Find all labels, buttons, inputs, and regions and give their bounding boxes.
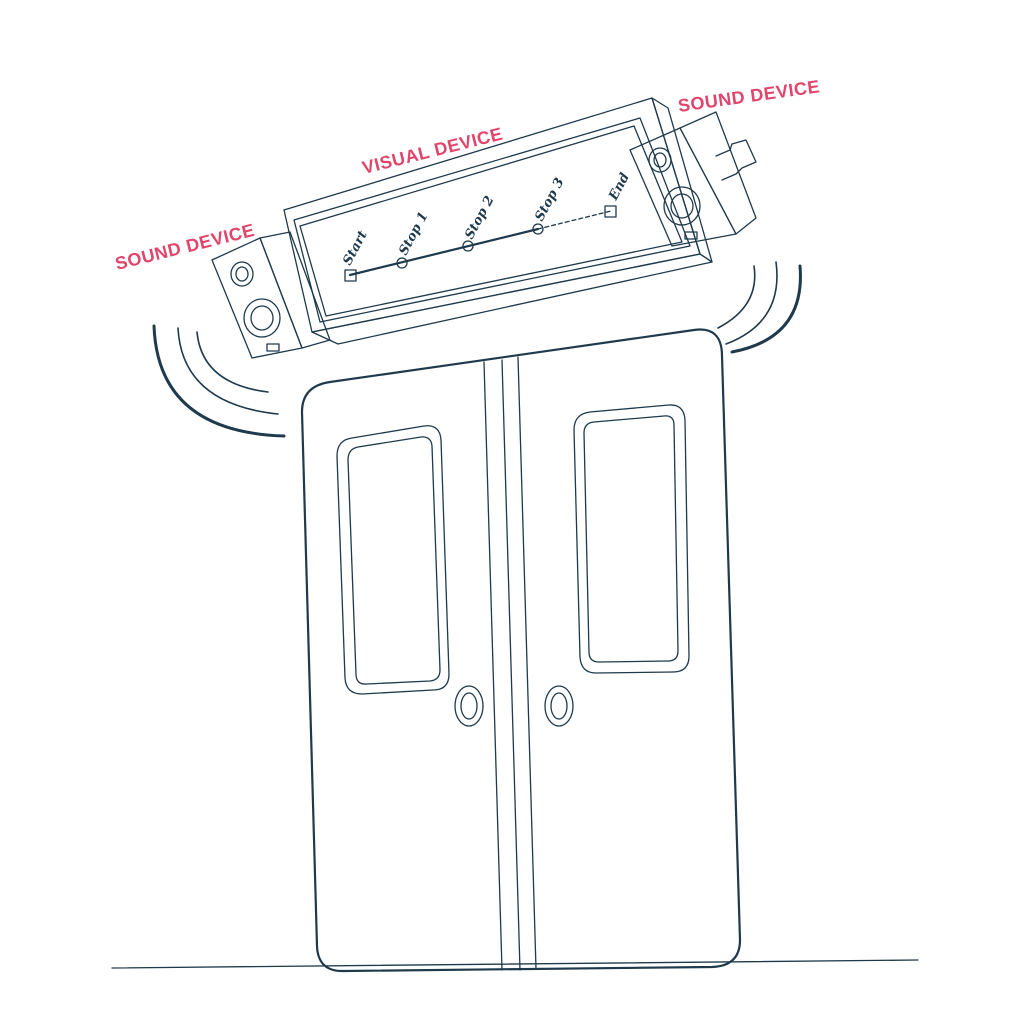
right-speaker-woofer-icon [663, 186, 701, 226]
right-speaker-tweeter-icon [648, 147, 672, 173]
route-end-marker [604, 205, 617, 218]
left-wave-3 [152, 324, 286, 438]
visual-device-label: VISUAL DEVICE [360, 124, 505, 178]
left-speaker-led [266, 343, 280, 352]
train-door [300, 328, 742, 973]
left-speaker [211, 231, 331, 359]
left-wave-1 [196, 331, 269, 393]
route-stop3-marker [532, 223, 544, 235]
right-speaker-woofer-core [670, 193, 694, 219]
right-sound-waves [717, 261, 802, 354]
route-stop2-marker [462, 240, 474, 252]
right-wave-3 [730, 264, 802, 354]
route-end-label: End [606, 171, 633, 204]
right-wave-2 [725, 261, 778, 345]
door-seam-mid [501, 359, 521, 971]
left-wave-2 [177, 327, 279, 415]
left-door-window [336, 425, 450, 695]
right-speaker-led [684, 231, 698, 240]
right-door-handle [544, 685, 574, 727]
right-door-window [573, 404, 690, 674]
left-door-window-inner [347, 436, 441, 685]
route-segment-dashed [537, 210, 612, 230]
display-bottom-face [311, 253, 713, 345]
ground-line [111, 959, 919, 969]
route-segment-solid [348, 227, 540, 277]
route-stop2-label: Stop 2 [462, 194, 497, 242]
left-speaker-tweeter-core [235, 266, 249, 282]
door-frame [300, 328, 742, 973]
right-door-handle-inner [550, 692, 568, 720]
route-start-marker [344, 269, 357, 282]
left-door-handle [454, 685, 484, 727]
right-speaker-tweeter-core [653, 152, 667, 168]
door-seam-right [517, 356, 537, 970]
display-side-face [651, 97, 713, 263]
left-speaker-woofer-icon [243, 298, 281, 338]
route-stop1-label: Stop 1 [396, 210, 431, 258]
sound-device-right-label: SOUND DEVICE [677, 76, 821, 116]
display-screen-inner [299, 125, 683, 317]
route-stop3-label: Stop 3 [532, 176, 567, 224]
sound-device-left-label: SOUND DEVICE [113, 220, 257, 274]
left-speaker-woofer-core [250, 305, 274, 331]
right-speaker [629, 111, 757, 247]
right-speaker-body [629, 127, 737, 247]
left-speaker-tweeter-icon [230, 261, 254, 287]
left-sound-waves [152, 324, 286, 438]
door-seam-left [483, 361, 503, 971]
left-door-handle-inner [460, 692, 478, 720]
route-stop1-marker [396, 257, 408, 269]
right-speaker-bracket [715, 139, 757, 181]
route-map: Start Stop 1 Stop 2 Stop 3 End [340, 171, 633, 282]
left-speaker-body [211, 237, 303, 359]
right-wave-1 [717, 265, 756, 329]
display-screen [293, 117, 691, 323]
route-start-label: Start [340, 228, 370, 267]
right-speaker-side [679, 111, 757, 235]
right-door-window-inner [583, 415, 679, 663]
display-outer-frame [283, 97, 701, 333]
